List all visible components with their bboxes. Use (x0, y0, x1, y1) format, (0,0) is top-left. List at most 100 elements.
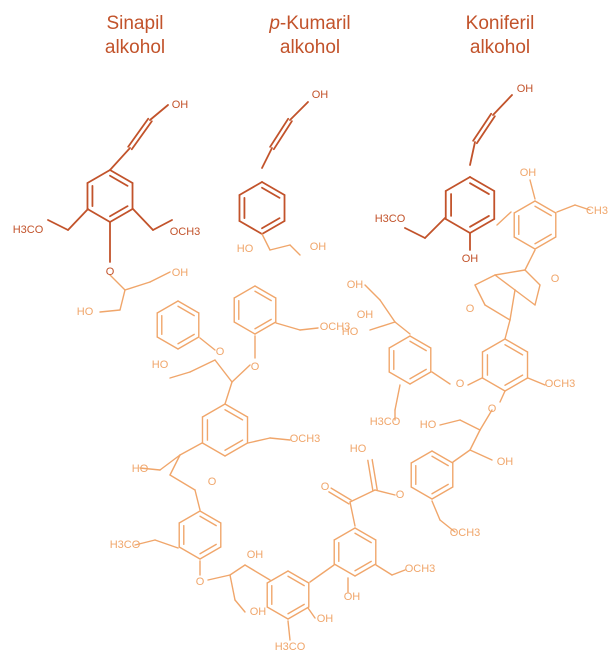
title-coniferyl-line2: alkohol (469, 37, 531, 58)
coumaryl-chain (261, 147, 273, 169)
title-coumaryl-line1: p-Kumaril (250, 12, 370, 36)
polymer-chain-1 (109, 274, 126, 291)
poly-o-1: O (216, 346, 225, 358)
polymer-methoxy-10 (574, 204, 591, 211)
polymer-chain-2 (261, 233, 271, 251)
polymer-ring-10-inner (534, 205, 552, 217)
poly-o-ketone: O (321, 481, 330, 493)
polymer-ring-3-inner (224, 409, 244, 421)
polymer-ring-1 (156, 336, 179, 350)
polymer-ch2oh (139, 467, 161, 471)
polymer-ring-1-inner (177, 305, 195, 317)
polymer-chain-1b (119, 289, 126, 311)
polymer-ring-8-inner (504, 374, 524, 386)
poly-och3-7: OCH3 (450, 527, 481, 539)
polymer-ring-8-inner (504, 344, 524, 356)
polymer-ring-7 (410, 486, 433, 500)
sinapyl-ring (109, 208, 134, 223)
coumaryl-ring (238, 220, 263, 235)
poly-o-resinol-1: O (466, 303, 475, 315)
poly-och3-8: OCH3 (545, 378, 576, 390)
coniferyl-propene-double (472, 112, 493, 142)
poly-och3-3: OCH3 (290, 433, 321, 445)
sinapyl-ring-inner (109, 205, 129, 218)
poly-oh-1: OH (172, 267, 189, 279)
poly-oh-10: OH (357, 309, 374, 321)
polymer-furan (169, 454, 181, 476)
sinapyl-ring (86, 169, 111, 184)
polymer-ring-10-inner (534, 233, 552, 245)
polymer-methoxy-6 (375, 564, 393, 576)
poly-oh-8: OH (497, 456, 514, 468)
sinapyl-methoxy-right (132, 208, 154, 231)
polymer-chain-8b (439, 419, 461, 426)
polymer-enol (169, 371, 191, 379)
polymer-ring-8 (504, 377, 529, 392)
title-coniferyl-line1: Koniferil (465, 13, 535, 34)
poly-oh-5: OH (247, 549, 264, 561)
polymer-ketone (328, 491, 350, 505)
polymer-ring-2 (233, 321, 256, 335)
polymer-ring-7-inner (431, 455, 449, 467)
polymer-glycerol-b (379, 299, 396, 323)
polymer-ring-5 (266, 570, 289, 584)
polymer-methoxy-3 (269, 437, 291, 441)
poly-ho-4: HO (132, 463, 149, 475)
polymer-resinol-1 (484, 304, 511, 321)
polymer-ring-5-inner (287, 603, 305, 615)
polymer-link-9 (499, 390, 506, 403)
sinapyl-ring-inner (109, 174, 129, 187)
poly-o-2: O (251, 361, 260, 373)
coniferyl-ring (469, 218, 496, 234)
polymer-link-5 (244, 564, 271, 581)
sinapyl-h3co-label: H3CO (13, 224, 44, 236)
poly-oh-11: OH (347, 279, 364, 291)
polymer-ring-2-inner (254, 290, 272, 302)
title-coumaryl-line2: alkohol (279, 37, 341, 58)
sinapyl-oh-label: OH (172, 99, 189, 111)
polymer-chain-5 (207, 574, 231, 581)
title-sinapyl-line1: Sinapil (106, 13, 164, 34)
polymer-ring-3 (201, 442, 226, 457)
polymer-ring-5 (287, 606, 310, 620)
sinapyl-chain (109, 147, 131, 171)
polymer-methoxy-9 (394, 384, 401, 411)
coniferyl-ring (469, 176, 496, 192)
polymer-resinol-1 (474, 274, 496, 286)
polymer-oh-5 (307, 607, 316, 619)
polymer-ring-3 (224, 442, 249, 457)
polymer-resinol-1 (474, 284, 486, 306)
polymer-oh-12 (529, 179, 536, 200)
polymer-chain-5b (229, 574, 236, 601)
poly-o-9: O (456, 378, 465, 390)
coumaryl-ring (238, 181, 263, 196)
poly-och3-6: OCH3 (405, 563, 436, 575)
polymer-ring-6 (354, 527, 377, 541)
polymer-chain-2 (269, 244, 291, 251)
polymer-ring-8 (481, 338, 506, 353)
polymer-methoxy-10 (556, 204, 576, 213)
polymer-ring-9 (388, 371, 411, 385)
polymer-ring-6 (354, 563, 377, 577)
coumaryl-propene-double (269, 117, 290, 148)
coumaryl-oh-bond (289, 101, 309, 121)
polymer-link-3 (224, 381, 233, 405)
coumaryl-propene-double (272, 120, 293, 151)
sinapyl-propene-double (127, 117, 150, 148)
poly-oh-5b: OH (250, 606, 267, 618)
polymer-biphenyl-2 (496, 211, 512, 226)
polymer-ring-4-inner (199, 515, 217, 527)
polymer-methoxy-7 (431, 500, 441, 521)
polymer-chain-7 (374, 489, 396, 496)
polymer-resinol-1 (509, 289, 516, 321)
polymer-ring-10 (513, 200, 536, 214)
polymer-ketone-link (349, 501, 356, 527)
poly-h3co-9: H3CO (370, 416, 401, 428)
polymer-resinol-2 (514, 289, 536, 306)
title-coumaryl-alcohol: p-Kumaril alkohol (250, 12, 370, 60)
polymer-ring-9 (409, 371, 432, 385)
sinapyl-methoxy-left (67, 208, 89, 231)
coniferyl-methoxy (404, 227, 426, 239)
poly-ho-8: HO (350, 443, 367, 455)
